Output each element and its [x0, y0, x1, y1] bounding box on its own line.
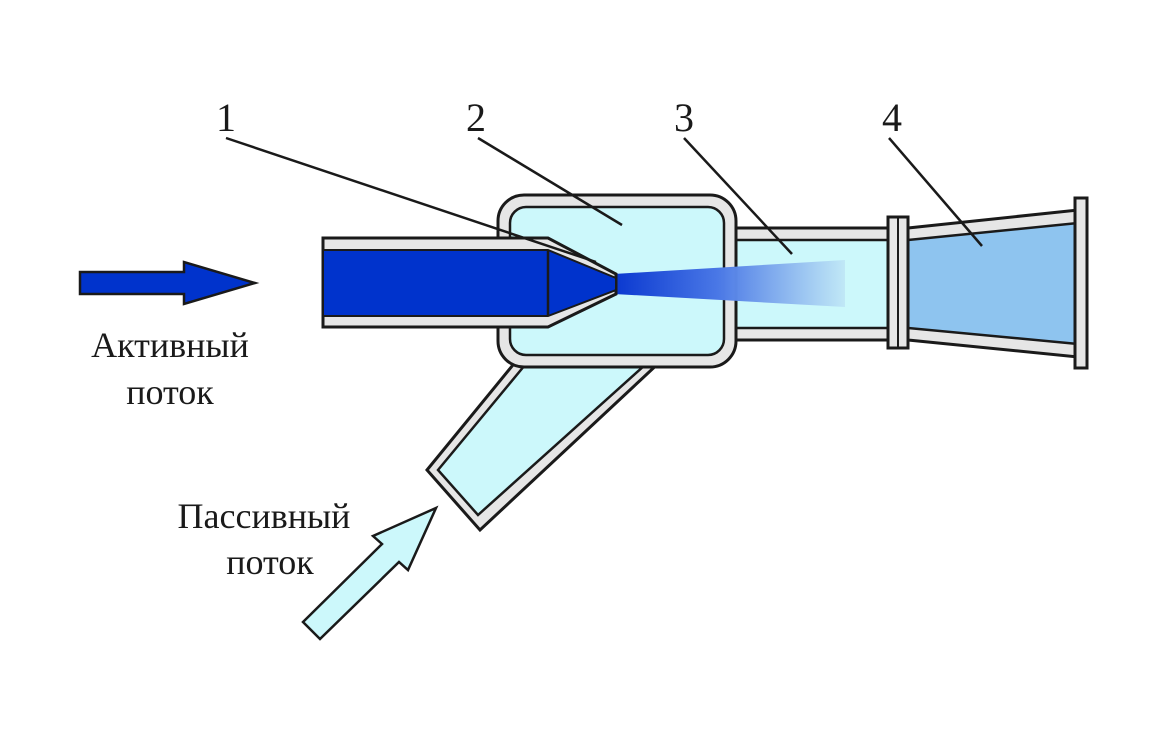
- label-2: 2: [466, 95, 486, 140]
- nozzle-active-flow-fill: [322, 249, 617, 317]
- passive-flow-label-line2: поток: [226, 542, 314, 582]
- active-jet-cone: [614, 260, 845, 307]
- passive-flow-arrow: [301, 505, 439, 641]
- leader-line-1: [225, 136, 597, 264]
- suction-pipe-bore: [436, 363, 649, 517]
- leader-line-3: [683, 137, 793, 255]
- leader-lines: [225, 136, 983, 264]
- diffuser-bore: [906, 221, 1080, 346]
- leader-line-2: [477, 136, 623, 227]
- passive-flow-label-line1: Пассивный: [178, 496, 351, 536]
- diffuser: [886, 196, 1089, 370]
- suction-branch-pipe: [425, 358, 666, 533]
- active-flow-label-line1: Активный: [91, 325, 249, 365]
- active-flow-label-line2: поток: [126, 372, 214, 412]
- diffuser-outlet-flange: [1073, 196, 1089, 370]
- leader-line-4: [888, 137, 983, 247]
- active-flow-arrow: [78, 260, 260, 306]
- active-nozzle: [321, 236, 618, 329]
- label-1: 1: [216, 95, 236, 140]
- label-3: 3: [674, 95, 694, 140]
- label-4: 4: [882, 95, 902, 140]
